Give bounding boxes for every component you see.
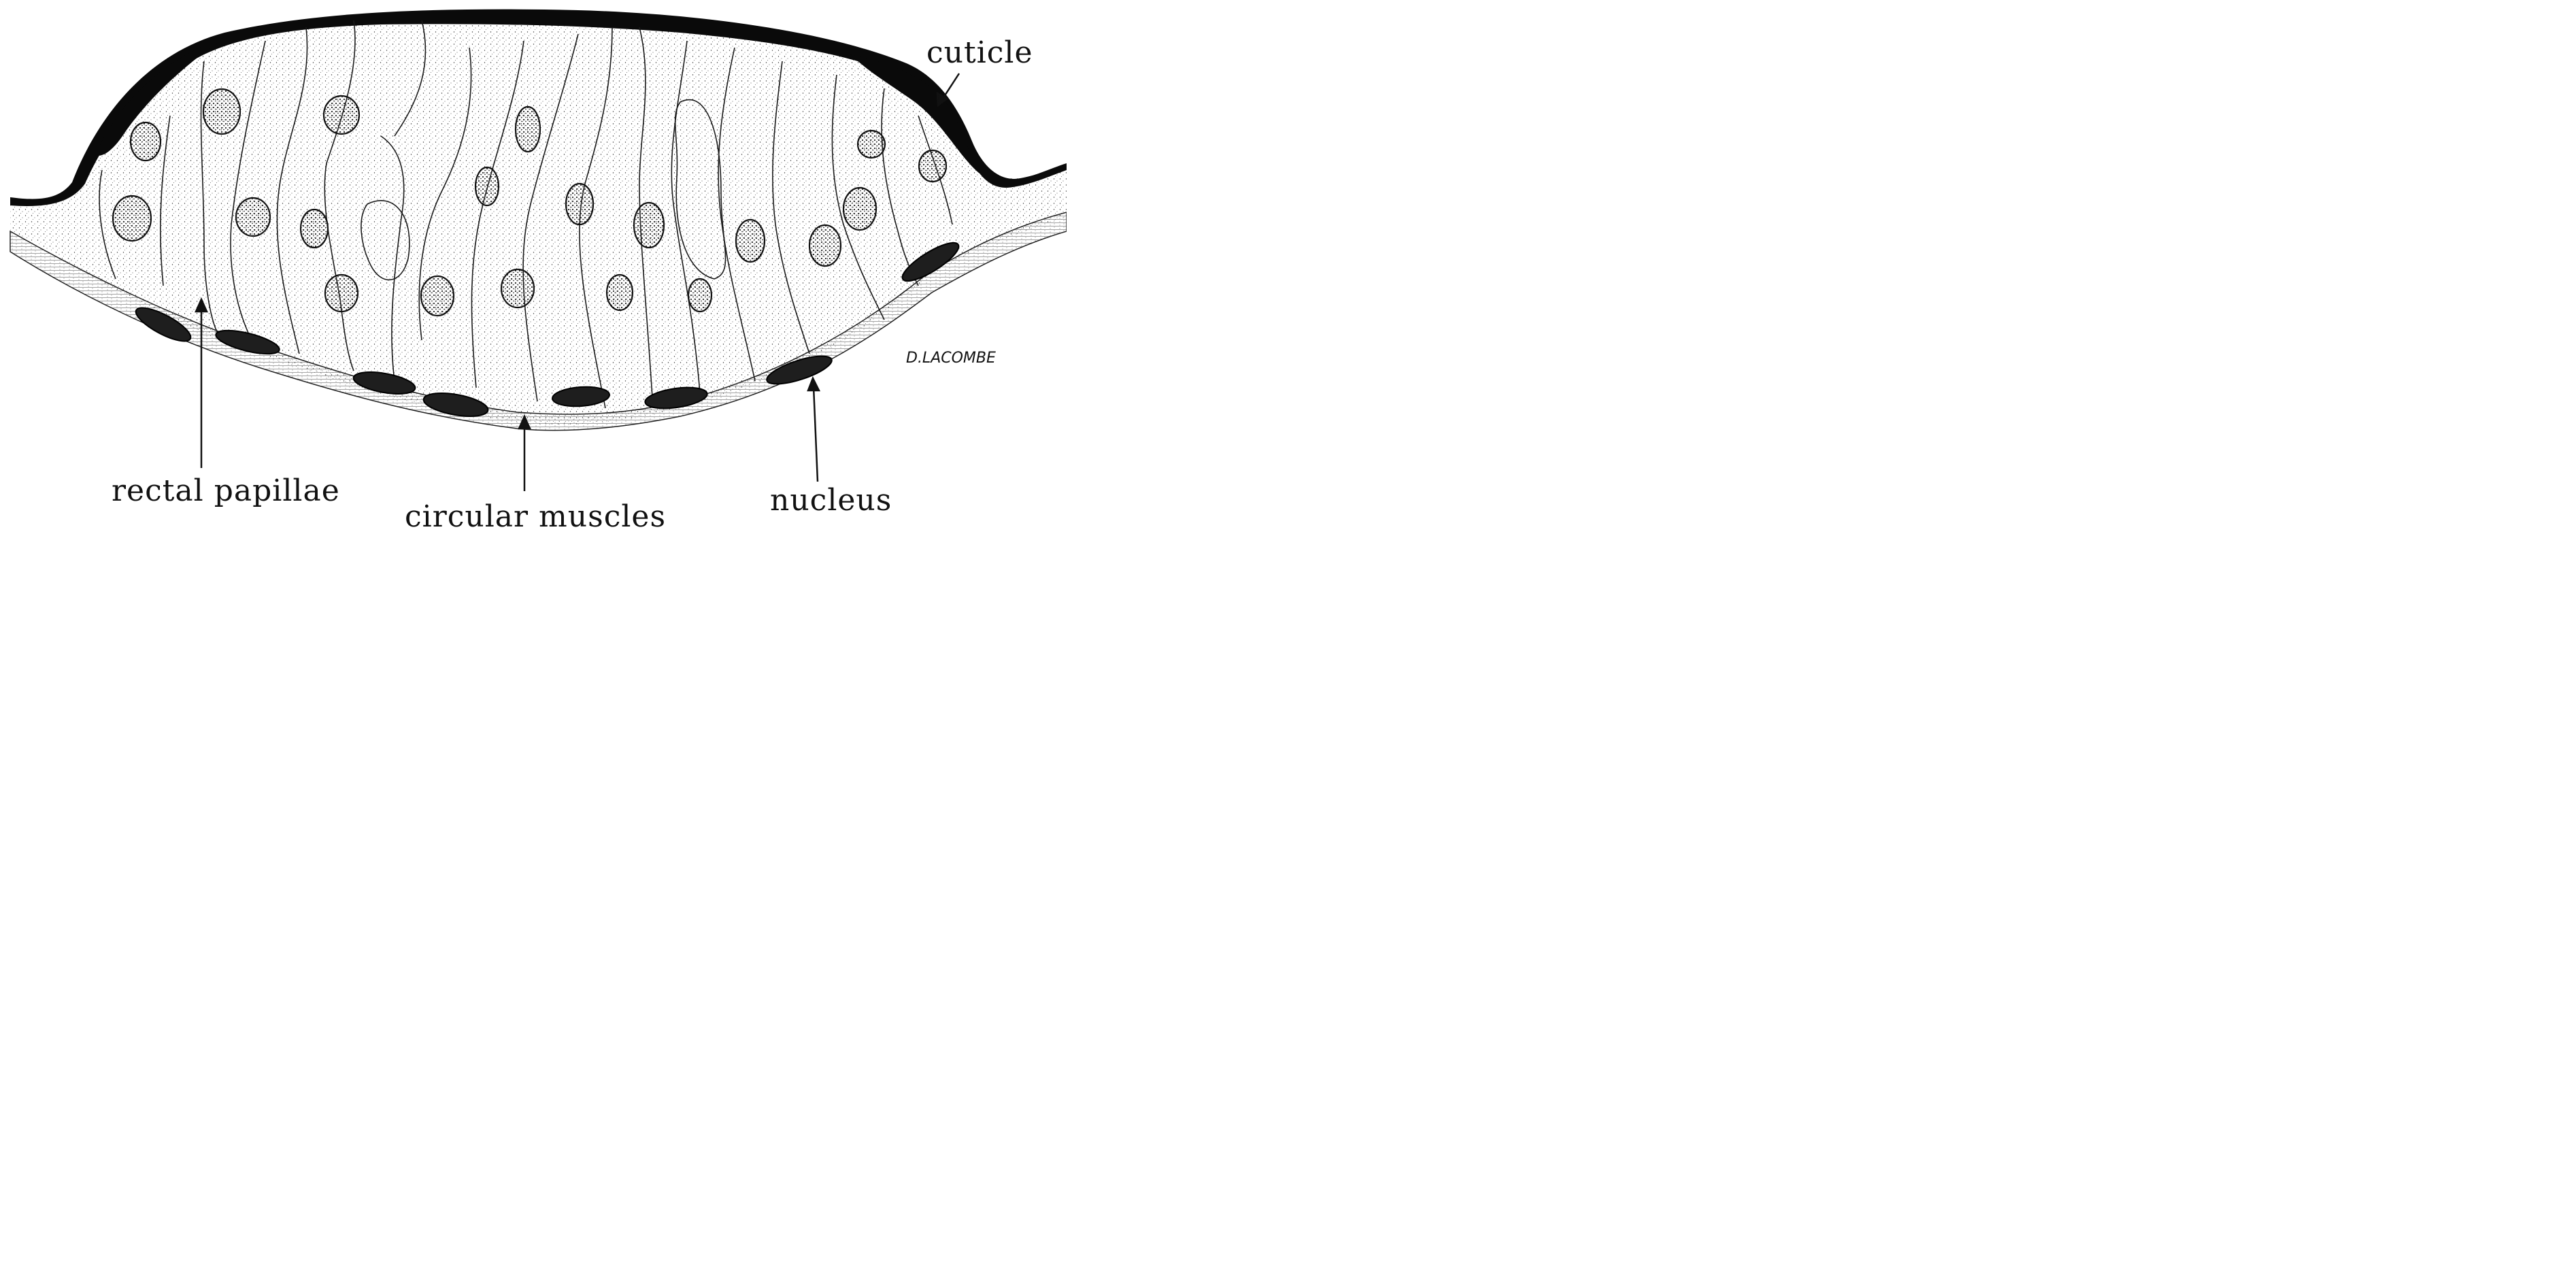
nucleus-shape	[203, 89, 240, 134]
nucleus-shape	[634, 203, 664, 248]
nucleus-shape	[607, 275, 633, 310]
nucleus-shape	[236, 198, 270, 236]
nucleus-shape	[325, 275, 358, 312]
nucleus-shape	[516, 107, 540, 152]
label-nucleus: nucleus	[770, 486, 892, 516]
nucleus-shape	[858, 131, 885, 158]
nucleus-shape	[421, 276, 454, 316]
nucleus-shape	[113, 196, 151, 241]
artist-signature: D.LACOMBE	[906, 350, 996, 367]
rectal-papilla-illustration: cuticle rectal papillae circular muscles…	[0, 0, 1067, 533]
label-cuticle: cuticle	[926, 38, 1033, 68]
papilla-drawing	[0, 0, 1067, 533]
nucleus-shape	[919, 150, 946, 182]
arrow-nucleus	[814, 386, 818, 482]
label-rectal-papillae: rectal papillae	[112, 476, 340, 506]
nucleus-shape	[131, 122, 161, 161]
nucleus-shape	[475, 167, 499, 205]
nucleus-shape	[566, 184, 593, 224]
nucleus-shape	[809, 225, 841, 266]
nucleus-shape	[688, 279, 712, 312]
nucleus-shape	[301, 210, 328, 248]
nucleus-shape	[324, 96, 359, 134]
nucleus-shape	[736, 220, 765, 262]
nucleus-shape	[501, 269, 534, 307]
nucleus-shape	[843, 188, 876, 230]
label-circular-muscles: circular muscles	[405, 502, 666, 532]
arrowhead-nucleus	[808, 378, 819, 390]
